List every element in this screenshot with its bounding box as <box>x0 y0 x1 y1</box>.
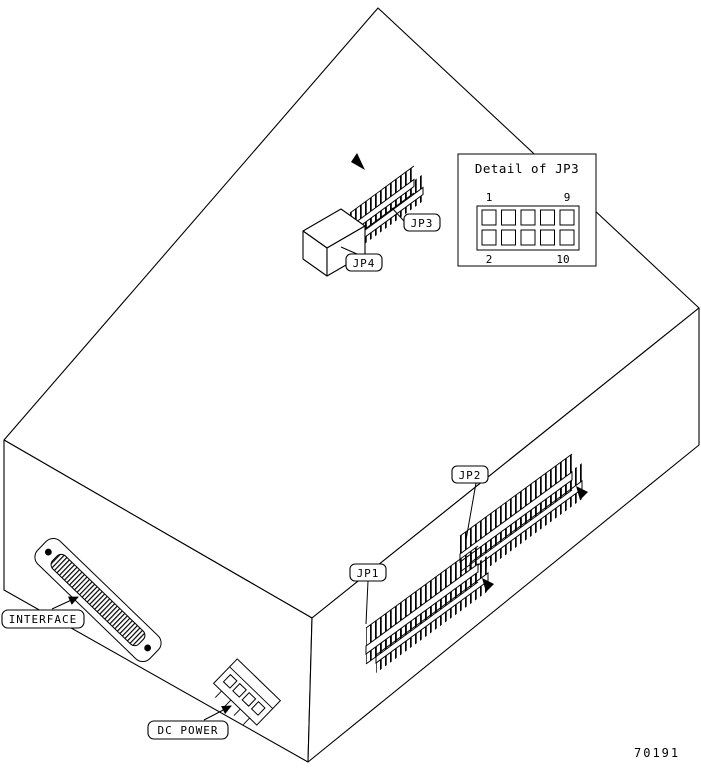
dc-power-connector <box>212 658 282 726</box>
jp2-pin1-arrow-icon <box>576 486 588 500</box>
interface-pin-field <box>50 553 146 647</box>
interface-mount-hole-right <box>144 644 152 652</box>
callouts: JP3 JP4 JP2 JP1 INTERFACE DC POWER <box>1 213 489 740</box>
jp1-callout-label: JP1 <box>357 567 380 580</box>
dc-pin-4 <box>250 700 266 716</box>
dc-pin-1 <box>222 673 238 689</box>
jp1-pin1-arrow-icon <box>482 578 494 592</box>
pin-cell <box>481 229 497 246</box>
pin-cell <box>501 229 516 246</box>
jp1-pin-edges <box>365 545 479 665</box>
interface-connector <box>34 537 162 663</box>
detail-pin-number-1: 1 <box>486 191 493 204</box>
jp2-connector <box>459 453 583 581</box>
jp3-leader <box>391 207 405 222</box>
jp2-callout-box <box>451 465 489 484</box>
dc-pin-2 <box>232 682 247 698</box>
jp4-callout-box <box>345 253 383 272</box>
dc-power-arrow <box>203 705 232 721</box>
interface-arrow <box>51 596 79 610</box>
dc-pin-legs <box>214 690 250 725</box>
jp3-detail-inset: Detail of JP3 1 9 2 10 <box>457 153 597 267</box>
detail-pin-number-10: 10 <box>556 253 569 266</box>
pin-cell <box>481 209 497 226</box>
jp3-pin1-arrow-icon <box>351 153 365 170</box>
dc-power-callout-box <box>147 720 229 740</box>
detail-inset-title: Detail of JP3 <box>475 161 579 176</box>
pin-cell <box>559 229 575 246</box>
jp4-connector <box>302 208 366 277</box>
pin-cell <box>501 209 516 226</box>
jp1-connector <box>365 545 489 673</box>
jp1-body-front <box>365 563 479 655</box>
dc-power-callout-label: DC POWER <box>158 724 219 737</box>
detail-pin-cells <box>481 209 575 246</box>
jp2-callout-label: JP2 <box>459 469 482 482</box>
pin-cell <box>559 209 575 226</box>
jp3-callout-box <box>403 213 441 232</box>
figure-number: 70191 <box>634 746 680 760</box>
jp4-callout-label: JP4 <box>353 257 376 270</box>
dc-pin-3 <box>241 691 257 707</box>
leader-lines <box>51 207 477 721</box>
jp2-leader <box>465 482 477 541</box>
dc-power-shell-line <box>229 666 274 709</box>
pin-cell <box>540 209 555 226</box>
detail-pin-number-9: 9 <box>564 191 571 204</box>
jp2-pin-edges <box>459 453 573 573</box>
pin-cell <box>540 229 555 246</box>
interface-mount-hole-left <box>44 548 52 556</box>
chassis <box>3 7 700 763</box>
interface-callout-box <box>1 609 85 629</box>
jp3-callout-label: JP3 <box>411 217 434 230</box>
jp4-leader <box>340 246 358 255</box>
pin-cell <box>520 209 536 226</box>
interface-callout-label: INTERFACE <box>9 613 78 626</box>
detail-pin-number-2: 2 <box>486 253 493 266</box>
jp1-leader <box>365 580 369 625</box>
jp1-callout-box <box>349 563 387 582</box>
pin-cell <box>520 229 536 246</box>
